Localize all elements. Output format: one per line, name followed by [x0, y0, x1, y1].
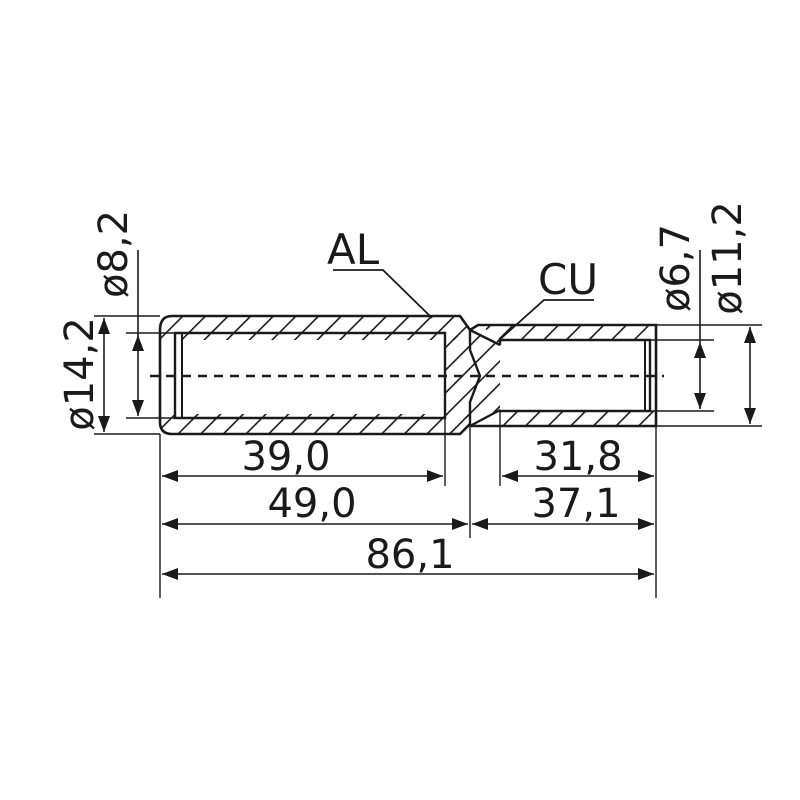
- cu-wall-top: [480, 325, 656, 340]
- cu-leader: [496, 299, 594, 343]
- al-lip-top: [160, 330, 175, 340]
- arrowheads: [98, 318, 756, 580]
- dim-label-d14-2: ø14,2: [57, 317, 103, 431]
- extension-lines: [94, 315, 762, 598]
- cu-label: CU: [538, 255, 598, 304]
- junction: [468, 328, 501, 428]
- junction-cu-edge: [469, 328, 501, 428]
- junction-line: [468, 330, 482, 426]
- dim-label-d8-2: ø8,2: [91, 210, 137, 298]
- dim-label-39: 39,0: [241, 434, 330, 480]
- dim-label-d6-7: ø6,7: [653, 224, 699, 312]
- dim-label-d11-2: ø11,2: [705, 201, 751, 315]
- al-leader: [333, 269, 433, 319]
- cu-wall-bottom: [490, 411, 656, 426]
- dimension-lines: [103, 250, 751, 575]
- al-wall-top: [160, 316, 470, 340]
- al-outline: [158, 314, 472, 436]
- dim-label-31-8: 31,8: [533, 434, 622, 480]
- al-section: [158, 314, 472, 436]
- al-label: AL: [327, 225, 380, 274]
- junction-fill: [470, 330, 500, 426]
- dim-label-37-1: 37,1: [531, 481, 620, 527]
- al-lip-bottom: [160, 414, 175, 420]
- dim-label-49: 49,0: [267, 481, 356, 527]
- cu-outline: [469, 323, 658, 428]
- dim-label-86-1: 86,1: [365, 532, 454, 578]
